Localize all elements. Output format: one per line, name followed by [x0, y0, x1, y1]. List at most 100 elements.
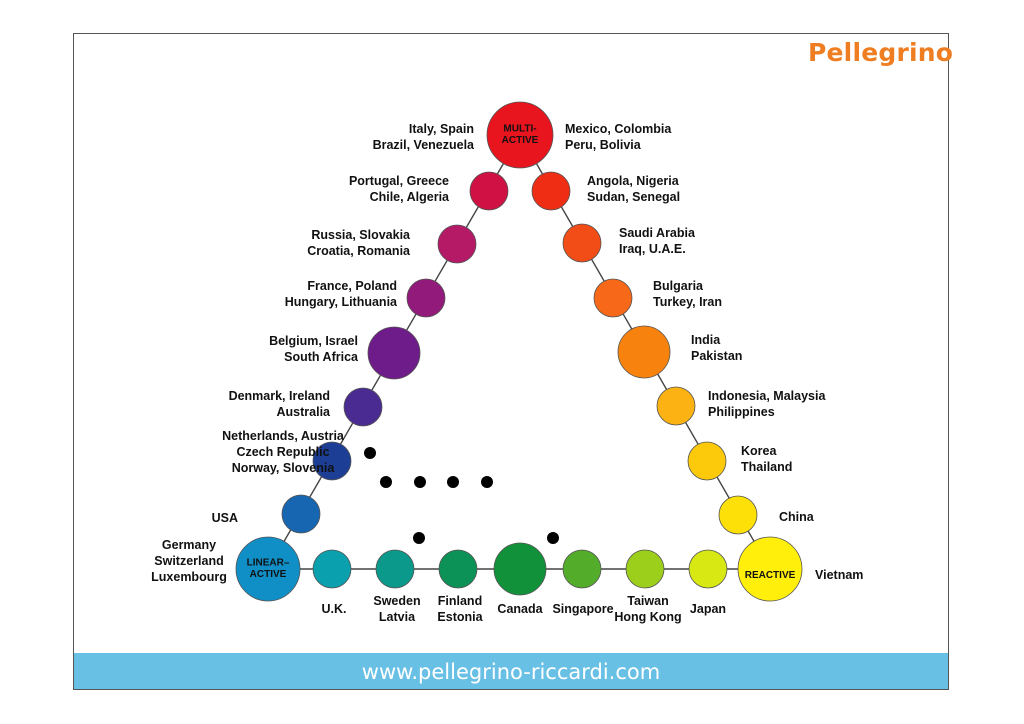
label-taiwan-line: Hong Kong: [614, 610, 681, 624]
label-canada: Canada: [497, 602, 543, 616]
footer-url: www.pellegrino-riccardi.com: [74, 653, 948, 689]
ellipsis-dot: [414, 476, 426, 488]
circle-denmark: [343, 387, 383, 427]
circle-indonesia: [656, 386, 696, 426]
label-italy-line: Italy, Spain: [409, 122, 474, 136]
label-sweden-line: Latvia: [379, 610, 416, 624]
label-russia-line: Russia, Slovakia: [311, 228, 411, 242]
ellipsis-dot: [364, 447, 376, 459]
label-portugal-line: Chile, Algeria: [370, 190, 450, 204]
label-linear-active-line: Germany: [162, 538, 216, 552]
label-netherlands-line: Norway, Slovenia: [232, 461, 336, 475]
label-china-line: China: [779, 510, 815, 524]
circle-linear-active: [235, 536, 301, 602]
circle-angola: [531, 171, 571, 211]
label-reactive: Vietnam: [815, 568, 863, 582]
label-china: China: [779, 510, 815, 524]
circle-multi-active: [486, 101, 554, 169]
label-japan-line: Japan: [690, 602, 726, 616]
label-denmark-line: Denmark, Ireland: [229, 389, 330, 403]
circle-korea: [687, 441, 727, 481]
circle-bulgaria: [593, 278, 633, 318]
circle-belgium: [367, 326, 421, 380]
label-finland-line: Finland: [438, 594, 482, 608]
label-bulgaria-line: Turkey, Iran: [653, 295, 722, 309]
label-singapore: Singapore: [552, 602, 613, 616]
label-france-line: France, Poland: [307, 279, 397, 293]
circle-title-multi-active-line: MULTI-: [503, 123, 536, 134]
circle-china: [718, 495, 758, 535]
circle-japan: [688, 549, 728, 589]
circle-sweden: [375, 549, 415, 589]
label-korea-line: Thailand: [741, 460, 792, 474]
label-russia-line: Croatia, Romania: [307, 244, 411, 258]
label-singapore-line: Singapore: [552, 602, 613, 616]
circle-singapore: [562, 549, 602, 589]
label-korea-line: Korea: [741, 444, 777, 458]
label-uk-line: U.K.: [322, 602, 347, 616]
label-saudi-line: Iraq, U.A.E.: [619, 242, 686, 256]
circle-france: [406, 278, 446, 318]
label-linear-active-line: Luxembourg: [151, 570, 227, 584]
circle-taiwan: [625, 549, 665, 589]
circle-uk: [312, 549, 352, 589]
circle-finland: [438, 549, 478, 589]
pellegrino-logo: Pellegrino: [808, 38, 954, 67]
label-reactive-line: Vietnam: [815, 568, 863, 582]
label-angola-line: Angola, Nigeria: [587, 174, 680, 188]
label-denmark-line: Australia: [277, 405, 332, 419]
label-japan: Japan: [690, 602, 726, 616]
ellipsis-dot: [413, 532, 425, 544]
label-france-line: Hungary, Lithuania: [285, 295, 398, 309]
ellipsis-dot: [547, 532, 559, 544]
circle-portugal: [469, 171, 509, 211]
label-mexico-line: Peru, Bolivia: [565, 138, 642, 152]
label-usa-line: USA: [212, 511, 238, 525]
circle-india: [617, 325, 671, 379]
circle-title-linear-active-line: ACTIVE: [250, 569, 287, 580]
circle-canada: [493, 542, 547, 596]
ellipsis-dots: [364, 447, 559, 544]
label-sweden-line: Sweden: [373, 594, 420, 608]
label-netherlands-line: Netherlands, Austria: [222, 429, 345, 443]
circle-title-reactive-line: REACTIVE: [745, 570, 796, 581]
label-uk: U.K.: [322, 602, 347, 616]
label-usa: USA: [212, 511, 238, 525]
label-india-line: India: [691, 333, 721, 347]
circle-title-linear-active-line: LINEAR–: [247, 557, 290, 568]
label-netherlands-line: Czech Republic: [236, 445, 329, 459]
ellipsis-dot: [380, 476, 392, 488]
circle-saudi: [562, 223, 602, 263]
label-angola-line: Sudan, Senegal: [587, 190, 680, 204]
label-mexico-line: Mexico, Colombia: [565, 122, 672, 136]
circle-usa: [281, 494, 321, 534]
circle-title-reactive: REACTIVE: [745, 570, 796, 581]
circle-title-linear-active: LINEAR–ACTIVE: [247, 557, 290, 580]
circle-reactive: [737, 536, 803, 602]
label-belgium-line: South Africa: [284, 350, 359, 364]
label-belgium-line: Belgium, Israel: [269, 334, 358, 348]
label-india-line: Pakistan: [691, 349, 742, 363]
circle-netherlands: [312, 441, 352, 481]
label-linear-active-line: Switzerland: [154, 554, 223, 568]
label-saudi-line: Saudi Arabia: [619, 226, 696, 240]
ellipsis-dot: [481, 476, 493, 488]
circle-russia: [437, 224, 477, 264]
